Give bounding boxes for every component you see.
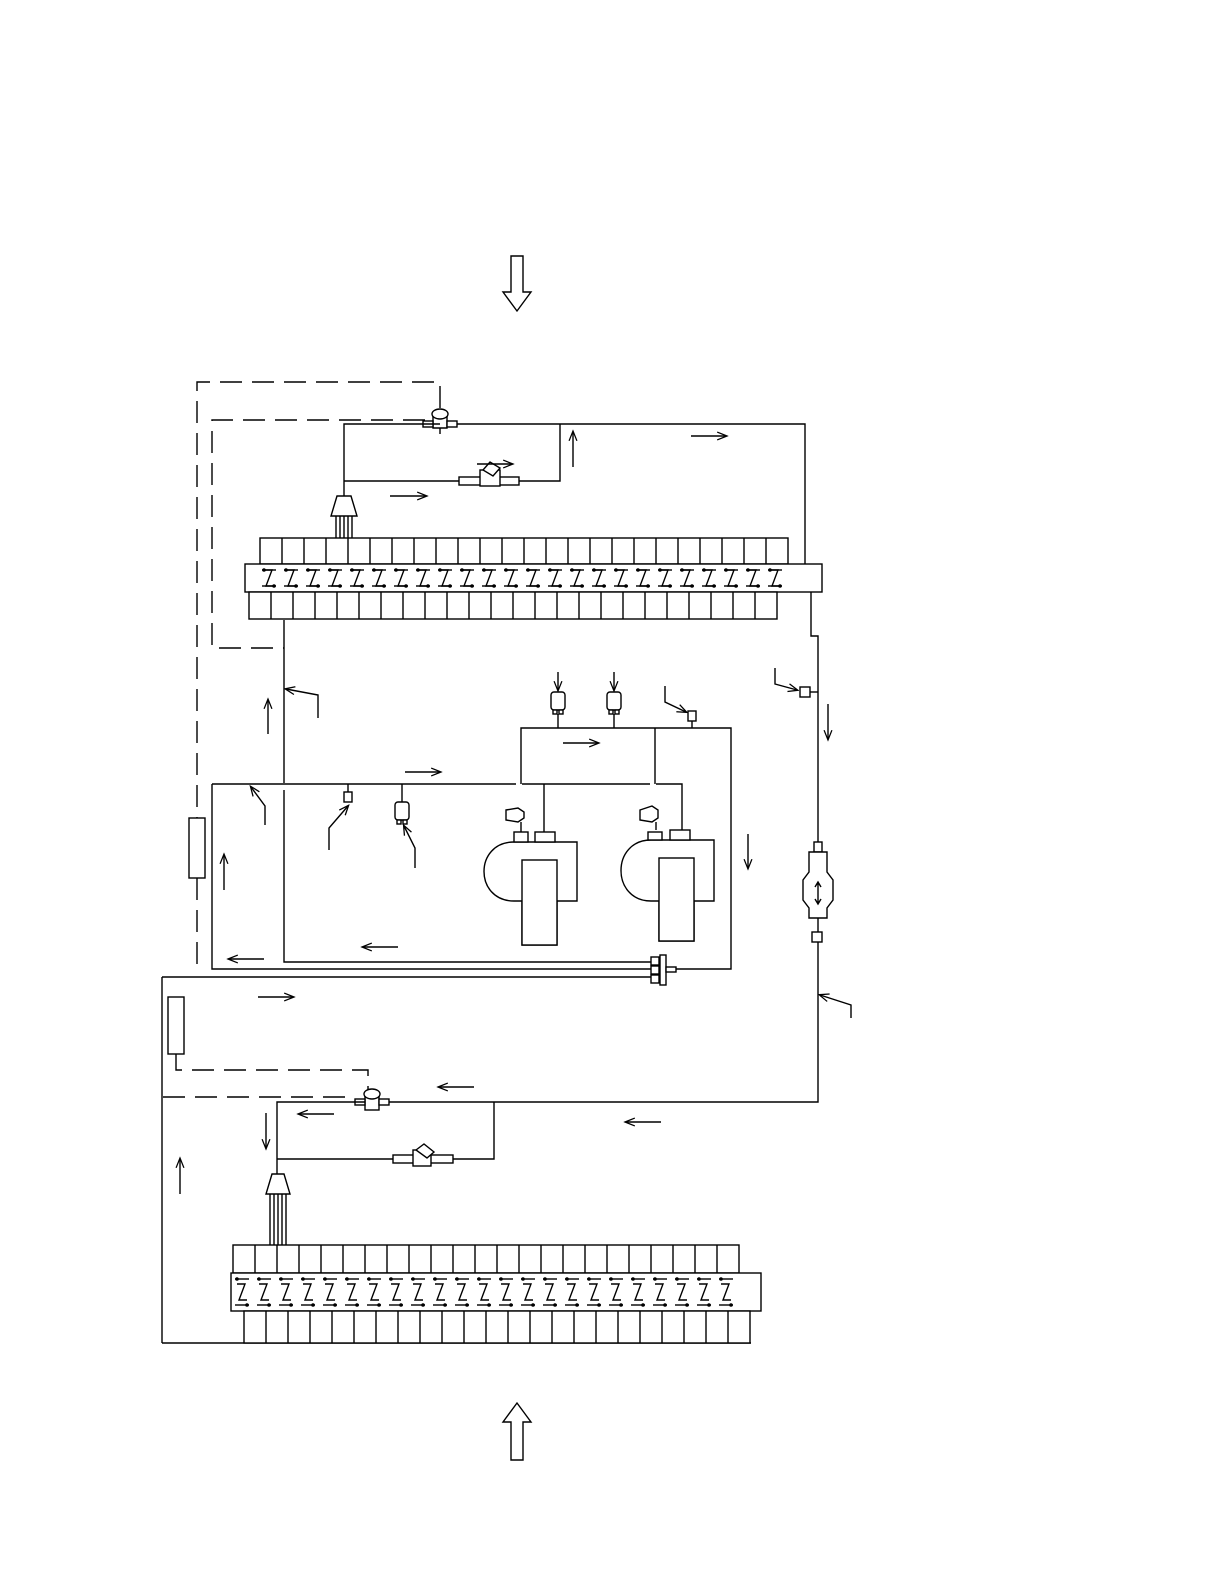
upper-expansion-valve (423, 409, 457, 434)
lower-distributor (266, 1174, 290, 1245)
upper-coil (245, 538, 822, 619)
compressor-2 (621, 806, 714, 941)
lower-coil (231, 1245, 761, 1343)
liquid-line-service-valve (775, 668, 818, 697)
lower-expansion-valve (355, 1089, 389, 1110)
upper-solenoid-valve (459, 462, 519, 486)
airflow-in-arrow (503, 256, 531, 311)
sight-glass (803, 842, 833, 942)
lower-solenoid-valve (393, 1144, 453, 1166)
lower-capillary-lines (163, 997, 368, 1097)
upper-distributor (331, 496, 357, 538)
upper-capillary-lines (197, 382, 440, 970)
compressor-1 (484, 808, 577, 945)
upper-thermal-bulb (189, 818, 205, 878)
airflow-out-arrow (503, 1403, 531, 1460)
discharge-manifold (651, 955, 676, 985)
pressure-switches (329, 672, 696, 868)
